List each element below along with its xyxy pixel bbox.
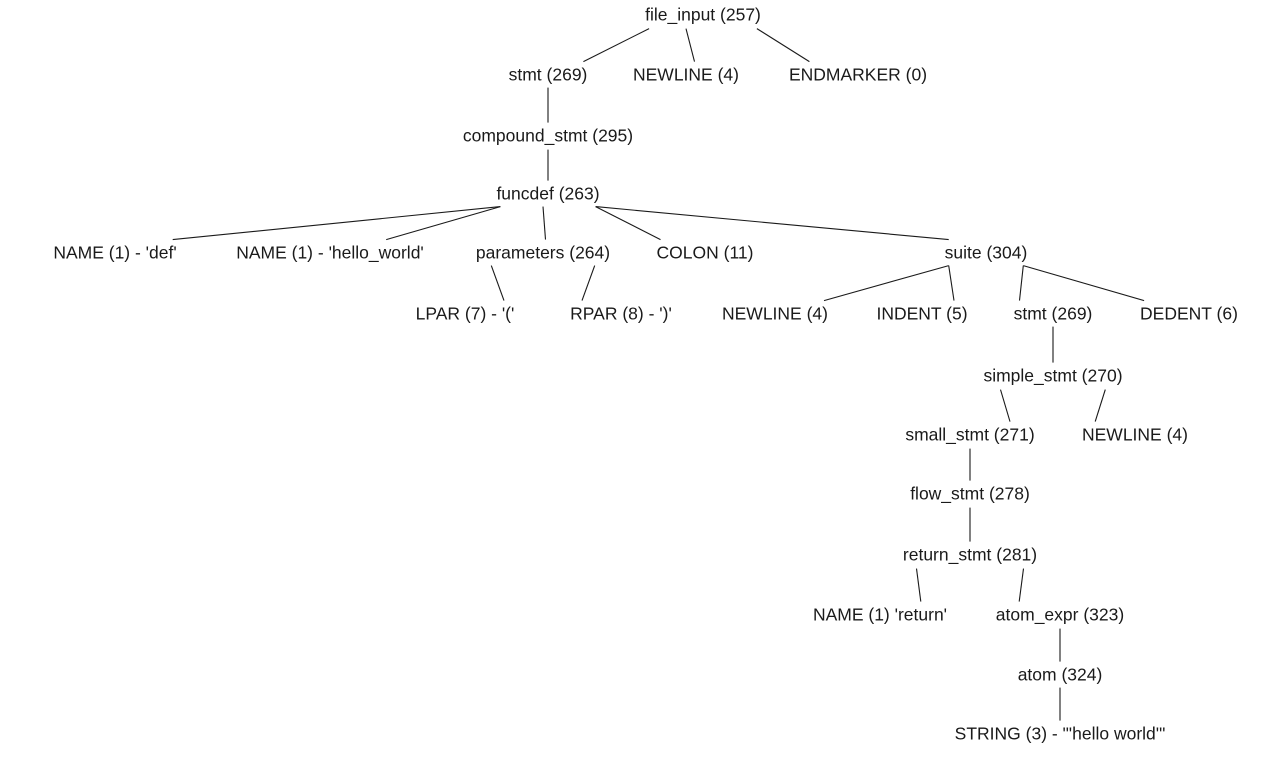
node-string: STRING (3) - "'hello world'" — [955, 724, 1166, 744]
tree-edge — [583, 28, 650, 63]
node-funcdef: funcdef (263) — [496, 184, 599, 204]
node-newline: NEWLINE (4) — [633, 65, 739, 85]
node-simple-stmt: simple_stmt (270) — [983, 366, 1122, 387]
tree-edge — [542, 206, 547, 240]
tree-edge — [685, 28, 696, 62]
tree-edge — [948, 265, 955, 301]
tree-edge — [1018, 265, 1024, 301]
node-name-hello-world: NAME (1) - 'hello_world' — [236, 243, 424, 264]
node-newline: NEWLINE (4) — [1082, 425, 1188, 445]
node-stmt: stmt (269) — [509, 65, 588, 85]
node-parameters: parameters (264) — [476, 243, 610, 263]
tree-edge — [1094, 389, 1106, 422]
node-newline: NEWLINE (4) — [722, 304, 828, 324]
node-suite: suite (304) — [945, 243, 1028, 263]
tree-edge — [386, 206, 501, 241]
node-endmarker: ENDMARKER (0) — [789, 65, 927, 85]
node-name-def: NAME (1) - 'def' — [53, 243, 176, 263]
node-compound-stmt: compound_stmt (295) — [463, 126, 633, 147]
node-atom-expr: atom_expr (323) — [996, 605, 1124, 626]
node-name-return: NAME (1) 'return' — [813, 605, 947, 625]
node-stmt: stmt (269) — [1014, 304, 1093, 324]
node-file-input: file_input (257) — [645, 5, 761, 26]
tree-edge — [999, 389, 1011, 422]
node-flow-stmt: flow_stmt (278) — [910, 484, 1030, 505]
tree-nodes: file_input (257) stmt (269) NEWLINE (4) … — [53, 5, 1238, 744]
node-rpar: RPAR (8) - ')' — [570, 304, 672, 324]
tree-edge — [595, 206, 949, 241]
node-atom: atom (324) — [1018, 665, 1103, 685]
tree-edge — [1018, 568, 1025, 602]
node-dedent: DEDENT (6) — [1140, 304, 1238, 324]
tree-edges — [172, 28, 1145, 721]
node-indent: INDENT (5) — [876, 304, 967, 324]
tree-edge — [756, 28, 810, 63]
tree-edge — [823, 265, 949, 302]
tree-edge — [595, 206, 661, 241]
tree-edge — [1023, 265, 1145, 302]
node-lpar: LPAR (7) - '(' — [416, 304, 515, 324]
node-small-stmt: small_stmt (271) — [905, 425, 1034, 446]
tree-edge — [172, 206, 501, 241]
node-colon: COLON (11) — [657, 243, 754, 263]
tree-edge — [490, 265, 505, 301]
node-return-stmt: return_stmt (281) — [903, 545, 1037, 566]
tree-edge — [915, 568, 922, 602]
tree-edge — [581, 265, 596, 301]
